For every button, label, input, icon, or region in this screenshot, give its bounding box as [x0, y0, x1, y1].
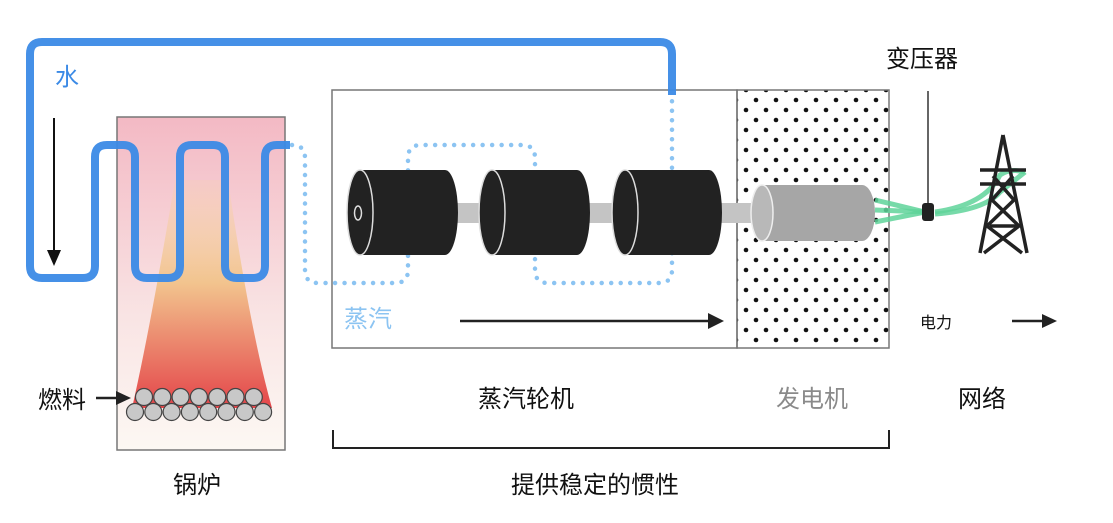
coal [180, 402, 199, 422]
fuel-label: 燃料 [38, 386, 86, 414]
coal [208, 387, 227, 407]
inertia-label: 提供稳定的惯性 [511, 471, 679, 499]
coal [235, 402, 254, 422]
coal [125, 402, 145, 422]
grid-label: 网络 [958, 385, 1006, 413]
power-arrow [1012, 314, 1057, 328]
coal [153, 387, 172, 407]
water-label: 水 [55, 63, 79, 91]
coal [189, 387, 208, 407]
water-pipe [26, 38, 676, 282]
boiler-label: 锅炉 [173, 471, 221, 499]
fuel-arrow [96, 391, 131, 405]
steam-turbine-label: 蒸汽轮机 [478, 385, 574, 413]
power-label: 电力 [920, 313, 952, 332]
coal [217, 402, 236, 422]
steam-flow-arrow [460, 313, 724, 329]
coal [254, 402, 273, 422]
coal [226, 387, 245, 407]
steam-label: 蒸汽 [344, 305, 392, 333]
turbine-stage [478, 169, 590, 256]
turbine-stage [346, 169, 458, 256]
coal [162, 402, 181, 422]
generator-label: 发电机 [776, 385, 848, 413]
steam-inlet [353, 205, 363, 221]
coal [144, 402, 163, 422]
coal-pile [125, 387, 273, 422]
coal [244, 387, 263, 407]
transformer-label: 变压器 [886, 45, 958, 73]
transformer [922, 91, 934, 221]
coal [134, 387, 154, 407]
turbine-stage [611, 169, 722, 256]
water-flow-arrow [47, 118, 61, 266]
generator-rotor [750, 184, 875, 242]
power-lines [874, 168, 1027, 225]
inertia-bracket [332, 430, 890, 449]
coal [171, 387, 190, 407]
transmission-tower-icon [978, 134, 1029, 255]
boiler [116, 116, 286, 451]
flame [132, 180, 272, 408]
coal [199, 402, 218, 422]
